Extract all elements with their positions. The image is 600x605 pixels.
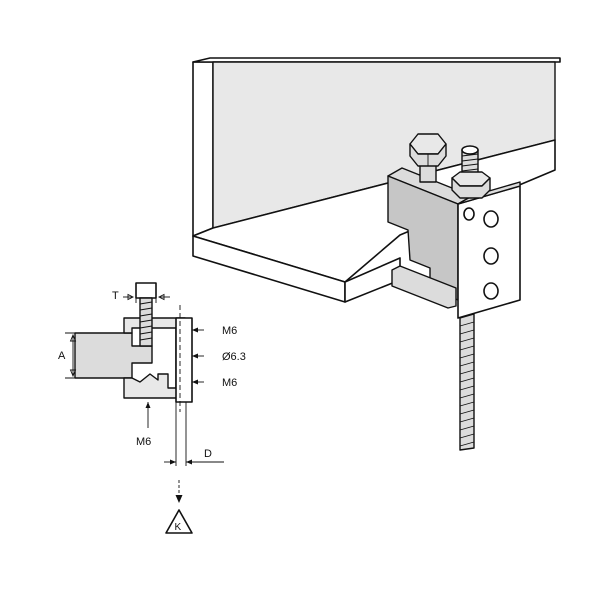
callout-diameter: Ø6.3 [222, 351, 246, 363]
section-bolt-shank [139, 297, 153, 347]
callout-m6-top: M6 [222, 325, 237, 337]
dim-a-label: A [58, 350, 66, 362]
steel-beam [192, 57, 561, 303]
plate-hole-middle [483, 247, 499, 265]
beam-clamp-3d [387, 133, 521, 451]
dim-t-label: T [112, 290, 119, 302]
plate-hole-corner [463, 207, 475, 221]
dim-d-label: D [204, 448, 212, 460]
callout-m6-bottom: M6 [136, 436, 151, 448]
section-view: T A M6 Ø6.3 M6 M6 D [58, 282, 246, 534]
beam-web-face [192, 61, 214, 237]
clamp-lower-jaw [391, 265, 457, 309]
section-clamp-plate [175, 317, 193, 403]
callout-m6-middle: M6 [222, 377, 237, 389]
section-bolt-head [135, 282, 157, 299]
plate-hole-top [483, 210, 499, 228]
rod-threads [459, 321, 475, 447]
load-triangle [165, 509, 193, 534]
load-arrow [175, 495, 183, 503]
stud-nut-side [451, 177, 491, 199]
load-k-label: K [175, 522, 182, 533]
plate-hole-bottom [483, 282, 499, 300]
beam-web-top [192, 57, 561, 63]
